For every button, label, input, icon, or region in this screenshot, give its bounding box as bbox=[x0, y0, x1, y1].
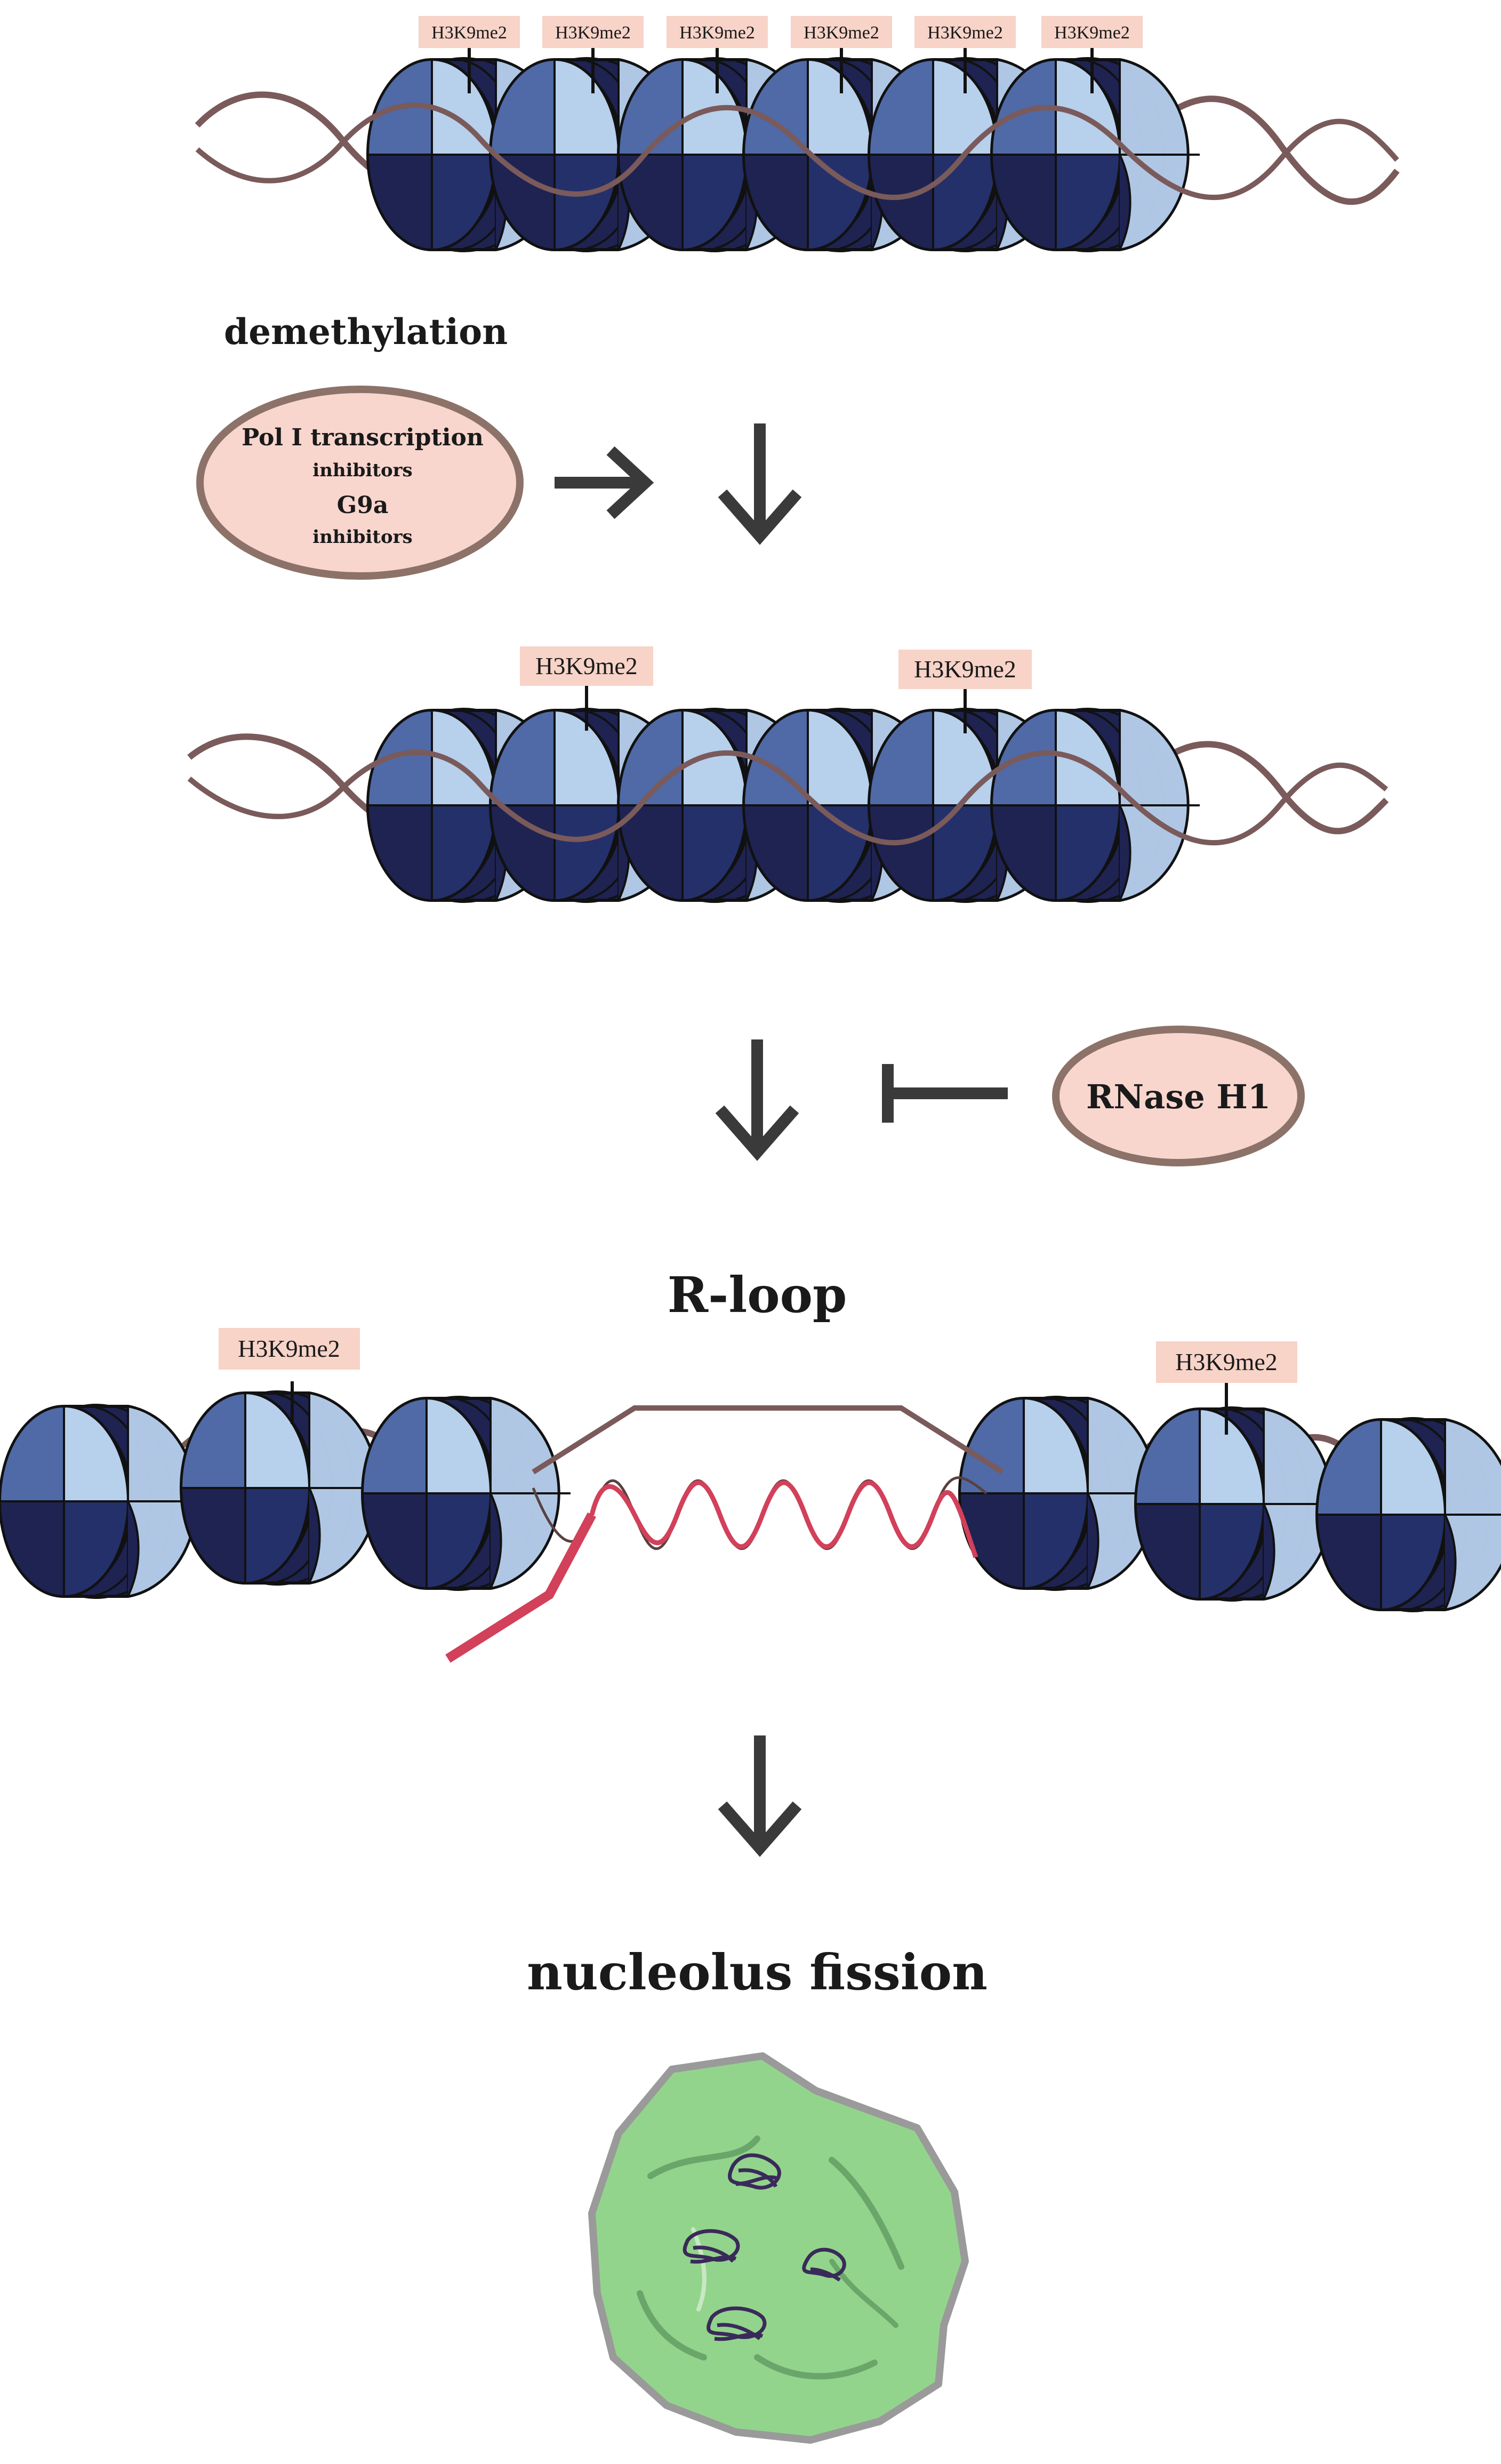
arrow-down bbox=[720, 1045, 794, 1152]
h3k9me2-tag: H3K9me2 bbox=[667, 16, 768, 93]
arrow-right bbox=[555, 446, 654, 519]
inhibitor-label-1: Pol I transcription bbox=[242, 424, 484, 451]
svg-text:H3K9me2: H3K9me2 bbox=[804, 23, 879, 43]
rna-tail bbox=[445, 1512, 596, 1663]
inhibition-bar bbox=[882, 1064, 1008, 1123]
rnase-h1-ellipse: RNase H1 bbox=[1052, 1026, 1305, 1166]
arrow-down bbox=[723, 1741, 797, 1848]
svg-text:H3K9me2: H3K9me2 bbox=[914, 655, 1016, 683]
svg-text:H3K9me2: H3K9me2 bbox=[535, 652, 638, 679]
h3k9me2-tag: H3K9me2 bbox=[914, 16, 1016, 93]
h3k9me2-tag: H3K9me2 bbox=[791, 16, 892, 93]
h3k9me2-tag: H3K9me2 bbox=[219, 1328, 360, 1424]
nucleosome bbox=[181, 1392, 389, 1584]
inhibitor-label-4: inhibitors bbox=[312, 526, 412, 548]
chromatin-row-3: H3K9me2 H3K9me2 bbox=[0, 1328, 1501, 1663]
h3k9me2-tag: H3K9me2 bbox=[542, 16, 644, 93]
h3k9me2-tag: H3K9me2 bbox=[419, 16, 520, 93]
rnase-label: RNase H1 bbox=[1086, 1077, 1271, 1116]
fission-label: nucleolus fission bbox=[527, 1943, 988, 2001]
inhibitors-ellipse: Pol I transcription inhibitors G9a inhib… bbox=[196, 386, 524, 580]
svg-text:H3K9me2: H3K9me2 bbox=[1175, 1348, 1278, 1375]
rloop-label: R-loop bbox=[668, 1266, 847, 1324]
h3k9me2-tag: H3K9me2 bbox=[898, 650, 1032, 733]
nucleosome bbox=[1317, 1419, 1501, 1611]
chromatin-row-1: H3K9me2 H3K9me2 H3K9me2 H3K9me2 H3K9me2 … bbox=[195, 16, 1400, 251]
svg-text:H3K9me2: H3K9me2 bbox=[927, 23, 1003, 43]
h3k9me2-tag: H3K9me2 bbox=[520, 646, 653, 731]
nucleosome bbox=[0, 1405, 208, 1597]
rna-strand bbox=[589, 1480, 978, 1558]
arrow-down bbox=[723, 429, 797, 536]
nucleosome bbox=[992, 709, 1200, 901]
svg-text:H3K9me2: H3K9me2 bbox=[679, 23, 755, 43]
demethylation-label: demethylation bbox=[224, 311, 508, 353]
nucleosome bbox=[992, 59, 1200, 251]
h3k9me2-tag: H3K9me2 bbox=[1156, 1341, 1297, 1435]
nucleosome bbox=[363, 1397, 571, 1589]
inhibitor-label-2: inhibitors bbox=[312, 460, 412, 481]
inhibitor-label-3: G9a bbox=[337, 492, 389, 519]
h3k9me2-tag: H3K9me2 bbox=[1041, 16, 1143, 93]
svg-text:H3K9me2: H3K9me2 bbox=[238, 1335, 340, 1362]
displaced-strand bbox=[532, 1405, 1004, 1475]
svg-text:H3K9me2: H3K9me2 bbox=[1054, 23, 1130, 43]
chromatin-row-2: H3K9me2 H3K9me2 bbox=[187, 646, 1389, 901]
svg-text:H3K9me2: H3K9me2 bbox=[555, 23, 631, 43]
nucleolus-illustration bbox=[588, 2052, 969, 2444]
svg-text:H3K9me2: H3K9me2 bbox=[431, 23, 507, 43]
